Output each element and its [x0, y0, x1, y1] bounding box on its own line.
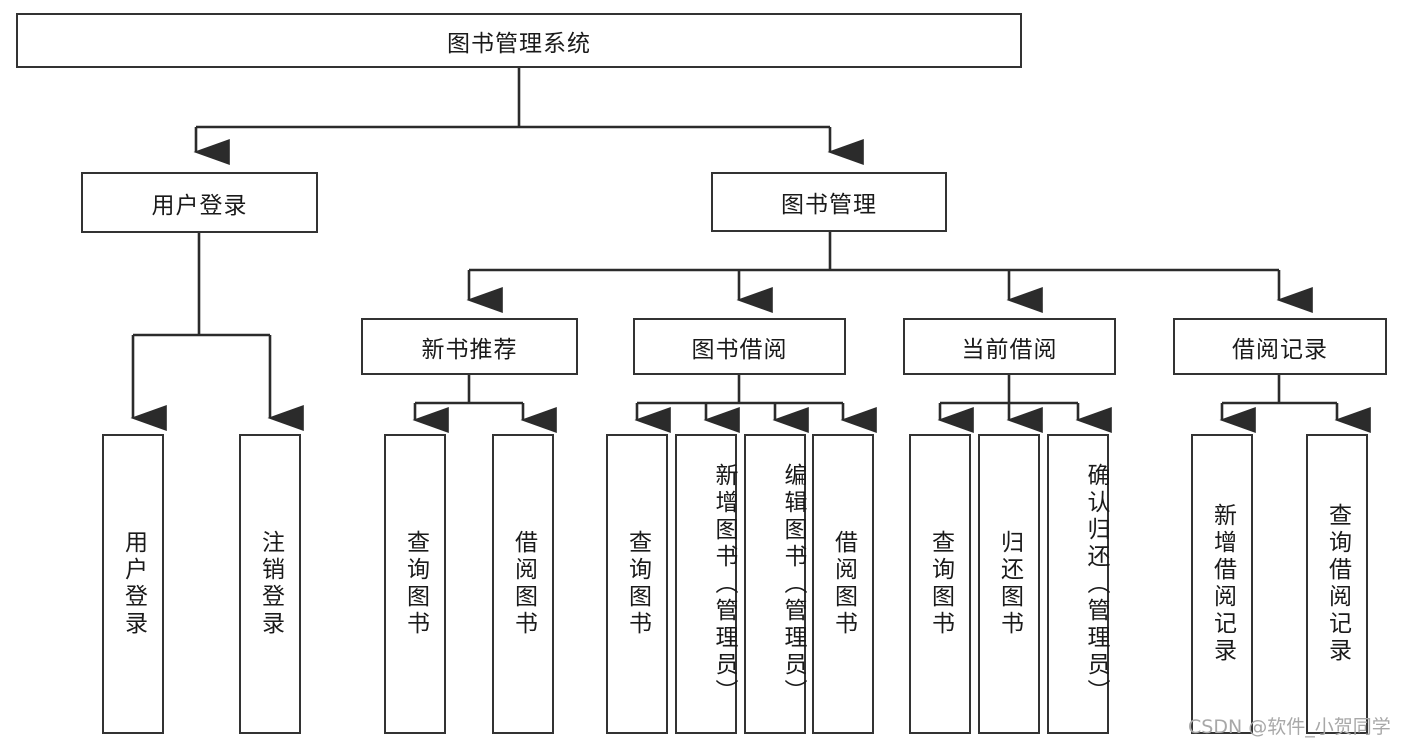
node-leaf-borrow-book-1[interactable]: 借阅图书: [492, 434, 554, 734]
node-leaf-add-book[interactable]: 新增图书（管理员）: [675, 434, 737, 734]
node-user-login[interactable]: 用户登录: [81, 172, 318, 233]
node-leaf-query-book-1[interactable]: 查询图书: [384, 434, 446, 734]
csdn-watermark: CSDN @软件_小贺同学: [1188, 716, 1391, 738]
node-leaf-add-record-label: 新增借阅记录: [1209, 503, 1236, 665]
node-book-management-label: 图书管理: [781, 192, 877, 218]
node-leaf-edit-book-label: 编辑图书（管理员）: [780, 462, 806, 706]
node-leaf-user-login-label: 用户登录: [120, 530, 147, 638]
node-leaf-user-logout[interactable]: 注销登录: [239, 434, 301, 734]
node-leaf-query-book-2[interactable]: 查询图书: [606, 434, 668, 734]
node-new-book-recommend[interactable]: 新书推荐: [361, 318, 578, 375]
node-root-label: 图书管理系统: [447, 30, 591, 57]
node-leaf-query-book-2-label: 查询图书: [624, 530, 651, 638]
node-book-borrow[interactable]: 图书借阅: [633, 318, 846, 375]
node-leaf-return-book[interactable]: 归还图书: [978, 434, 1040, 734]
node-leaf-query-book-1-label: 查询图书: [402, 530, 429, 638]
node-leaf-query-record-label: 查询借阅记录: [1324, 503, 1351, 665]
node-user-login-label: 用户登录: [151, 192, 248, 219]
node-leaf-query-book-3-label: 查询图书: [927, 530, 954, 638]
node-borrow-record-label: 借阅记录: [1232, 336, 1328, 363]
node-leaf-query-book-3[interactable]: 查询图书: [909, 434, 971, 734]
node-leaf-borrow-book-2-label: 借阅图书: [830, 530, 857, 638]
node-book-management[interactable]: 图书管理: [711, 172, 947, 232]
node-leaf-borrow-book-1-label: 借阅图书: [510, 530, 537, 638]
node-leaf-confirm-return[interactable]: 确认归还（管理员）: [1047, 434, 1109, 734]
node-current-borrow[interactable]: 当前借阅: [903, 318, 1116, 375]
node-leaf-query-record[interactable]: 查询借阅记录: [1306, 434, 1368, 734]
node-root[interactable]: 图书管理系统: [16, 13, 1022, 68]
node-leaf-confirm-return-label: 确认归还（管理员）: [1083, 462, 1109, 706]
node-book-borrow-label: 图书借阅: [691, 336, 788, 363]
node-leaf-add-book-label: 新增图书（管理员）: [711, 462, 737, 706]
node-new-book-recommend-label: 新书推荐: [421, 336, 518, 363]
node-leaf-user-login[interactable]: 用户登录: [102, 434, 164, 734]
node-leaf-edit-book[interactable]: 编辑图书（管理员）: [744, 434, 806, 734]
node-current-borrow-label: 当前借阅: [961, 336, 1058, 363]
node-leaf-return-book-label: 归还图书: [996, 530, 1023, 638]
node-leaf-add-record[interactable]: 新增借阅记录: [1191, 434, 1253, 734]
node-borrow-record[interactable]: 借阅记录: [1173, 318, 1387, 375]
node-leaf-borrow-book-2[interactable]: 借阅图书: [812, 434, 874, 734]
node-leaf-user-logout-label: 注销登录: [257, 530, 284, 638]
